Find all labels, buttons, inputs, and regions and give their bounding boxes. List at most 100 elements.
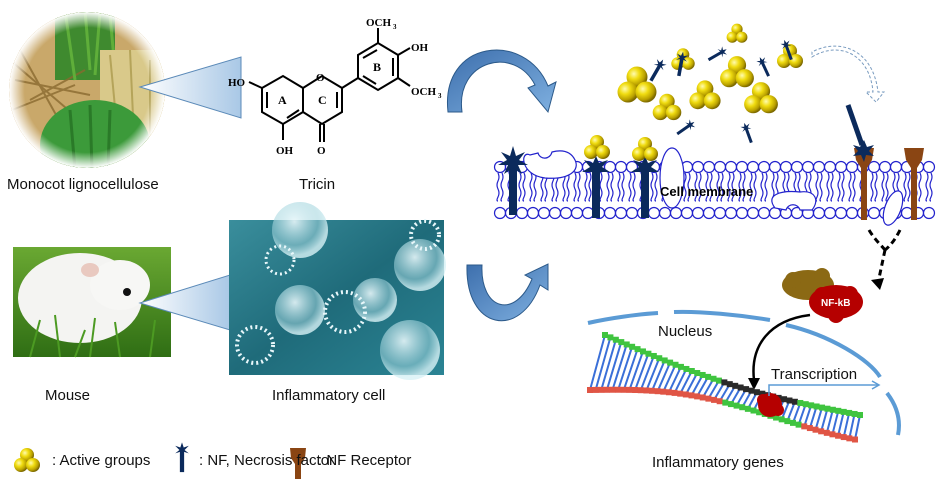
dna-backbone-segment	[835, 432, 842, 439]
dna-backbone-segment	[801, 423, 808, 430]
dna-backbone-segment	[846, 409, 853, 416]
lipid-head	[746, 160, 760, 174]
lipid-head	[834, 160, 848, 174]
dna-backbone-segment	[748, 387, 755, 394]
och3-top-sub: 3	[393, 23, 397, 31]
lipid-tail	[584, 172, 588, 202]
lipid-head	[614, 206, 628, 220]
lipid-head	[790, 160, 804, 174]
lipid-head	[779, 160, 793, 174]
lipid-tail	[683, 172, 687, 202]
dna-backbone-segment	[629, 343, 636, 350]
nucleus-label: Nucleus	[658, 323, 713, 340]
floating-active-groups	[617, 23, 803, 121]
dna-base-pair	[854, 414, 861, 440]
lipid-tail	[925, 172, 929, 202]
dna-backbone-segment	[609, 386, 616, 393]
dna-backbone-segment	[699, 394, 706, 401]
lipid-tail	[753, 172, 757, 202]
lipid-head	[548, 206, 562, 220]
lipid-head	[878, 160, 892, 174]
lipid-head	[493, 206, 507, 220]
dna-backbone-segment	[715, 377, 722, 384]
dna-backbone-segment	[660, 388, 667, 395]
monocot-label: Monocot lignocellulose	[7, 176, 159, 193]
lipid-tail	[577, 172, 581, 202]
lipid-head	[823, 206, 837, 220]
tricin-labels: HO OH O O OCH 3 OH OCH 3 A C B	[228, 17, 442, 157]
dna-backbone-segment	[716, 398, 723, 405]
dna-backbone-segment	[823, 429, 830, 436]
lipid-tail	[815, 172, 819, 202]
dna-backbone-segment	[677, 390, 684, 397]
dna-base-pair	[837, 411, 845, 436]
lipid-head	[559, 206, 573, 220]
lipid-head	[922, 160, 936, 174]
lipid-tail	[929, 172, 933, 202]
dna-backbone-segment	[654, 388, 661, 395]
dna-backbone-segment	[637, 387, 644, 394]
lipid-tail	[566, 172, 570, 202]
lipid-tail	[500, 172, 504, 202]
lipid-head	[735, 160, 749, 174]
lipid-tail	[852, 172, 856, 202]
lipid-head	[900, 206, 914, 220]
dna-backbone-segment	[688, 392, 695, 399]
och3-top-label: OCH	[366, 17, 392, 29]
carbonyl-o-label: O	[317, 145, 326, 157]
lipid-head	[658, 206, 672, 220]
dna-backbone-segment	[778, 416, 785, 423]
lipid-tail	[874, 172, 878, 202]
dna-backbone-segment	[773, 414, 780, 421]
lipid-head	[845, 206, 859, 220]
dna-backbone-segment	[694, 370, 701, 377]
dna-backbone-segment	[813, 403, 820, 410]
nfkb-label: NF-kB	[821, 298, 850, 309]
transcription-arrow	[768, 380, 881, 396]
lipid-tail	[617, 172, 621, 202]
lipid-tail	[628, 172, 632, 202]
dna-backbone-segment	[744, 405, 751, 412]
lipid-tail	[764, 172, 768, 202]
nfkb-to-dna-arrow	[752, 313, 811, 381]
dna-backbone-segment	[682, 391, 689, 398]
ring-c-label: C	[318, 93, 327, 107]
dna-backbone-segment	[650, 352, 657, 359]
dna-base-pair	[814, 407, 823, 430]
lipid-tail	[881, 172, 885, 202]
lipid-tail	[588, 172, 592, 202]
dna-backbone-segment	[739, 404, 746, 411]
legend-necrosis-factor-icon	[175, 442, 189, 473]
lipid-tail	[885, 172, 889, 202]
lipid-head	[812, 206, 826, 220]
lipid-head	[724, 160, 738, 174]
inflammatory-cell-image	[229, 202, 446, 380]
lipid-head	[867, 160, 881, 174]
dna-backbone-segment	[743, 386, 750, 393]
dna-base-pair	[589, 334, 606, 391]
nucleus-envelope	[587, 309, 901, 436]
lipid-tail	[830, 172, 834, 202]
dna-backbone-segment	[818, 428, 825, 435]
dna-base-pair	[786, 401, 796, 422]
legend-receptor-text: : NF Receptor	[318, 452, 412, 469]
transcription-label: Transcription	[771, 366, 858, 383]
dna-base-pair	[611, 344, 628, 391]
membrane-nf-2	[582, 135, 610, 218]
dna-backbone-segment	[819, 404, 826, 411]
membrane-nf-1	[498, 146, 528, 215]
dna-backbone-segment	[795, 421, 802, 428]
dna-base-pair	[673, 368, 688, 394]
lipid-tail	[573, 172, 577, 202]
dna-backbone-segment	[634, 346, 641, 353]
legend-nf-receptor-icon	[290, 448, 306, 479]
dna-backbone-segment	[840, 434, 847, 441]
lipid-head	[845, 160, 859, 174]
nf-receptor-2	[904, 148, 924, 220]
lipid-tail	[606, 172, 610, 202]
dna-backbone-segment	[643, 387, 650, 394]
membrane-nf-3	[631, 137, 659, 218]
cell-membrane-label: Cell membrane	[660, 184, 753, 199]
dna-backbone-segment	[665, 389, 672, 396]
